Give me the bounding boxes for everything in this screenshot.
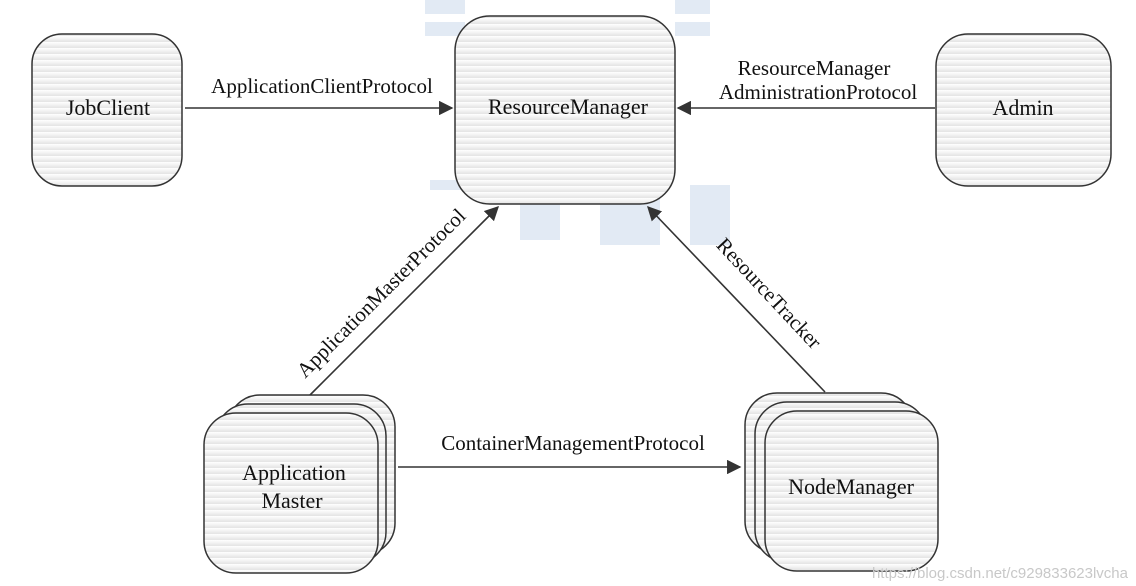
am-protocol-label: ApplicationMasterProtocol <box>292 204 471 383</box>
edges <box>185 100 935 475</box>
admin-label: Admin <box>992 95 1053 120</box>
job-client-label: JobClient <box>66 95 150 120</box>
watermark-url: https://blog.csdn.net/c929833623lvcha <box>872 565 1129 582</box>
node-manager-label: NodeManager <box>788 474 915 499</box>
client-protocol-label: ApplicationClientProtocol <box>211 74 433 98</box>
resource-tracker-label: ResourceTracker <box>712 233 827 354</box>
node-manager-node: NodeManager <box>744 392 939 572</box>
application-master-label-line2: Master <box>261 488 323 513</box>
resource-manager-node: ResourceManager <box>454 15 676 205</box>
admin-node: Admin <box>935 33 1112 187</box>
application-master-label-line1: Application <box>242 460 346 485</box>
admin-protocol-label-line1: ResourceManager <box>738 56 891 80</box>
admin-protocol-label-line2: AdministrationProtocol <box>719 80 917 104</box>
resource-tracker-arrow <box>647 205 826 393</box>
job-client-node: JobClient <box>31 33 183 187</box>
resource-manager-label: ResourceManager <box>488 94 649 119</box>
container-protocol-label: ContainerManagementProtocol <box>441 431 705 455</box>
am-protocol-arrow <box>309 205 500 396</box>
application-master-node: Application Master <box>203 394 396 574</box>
